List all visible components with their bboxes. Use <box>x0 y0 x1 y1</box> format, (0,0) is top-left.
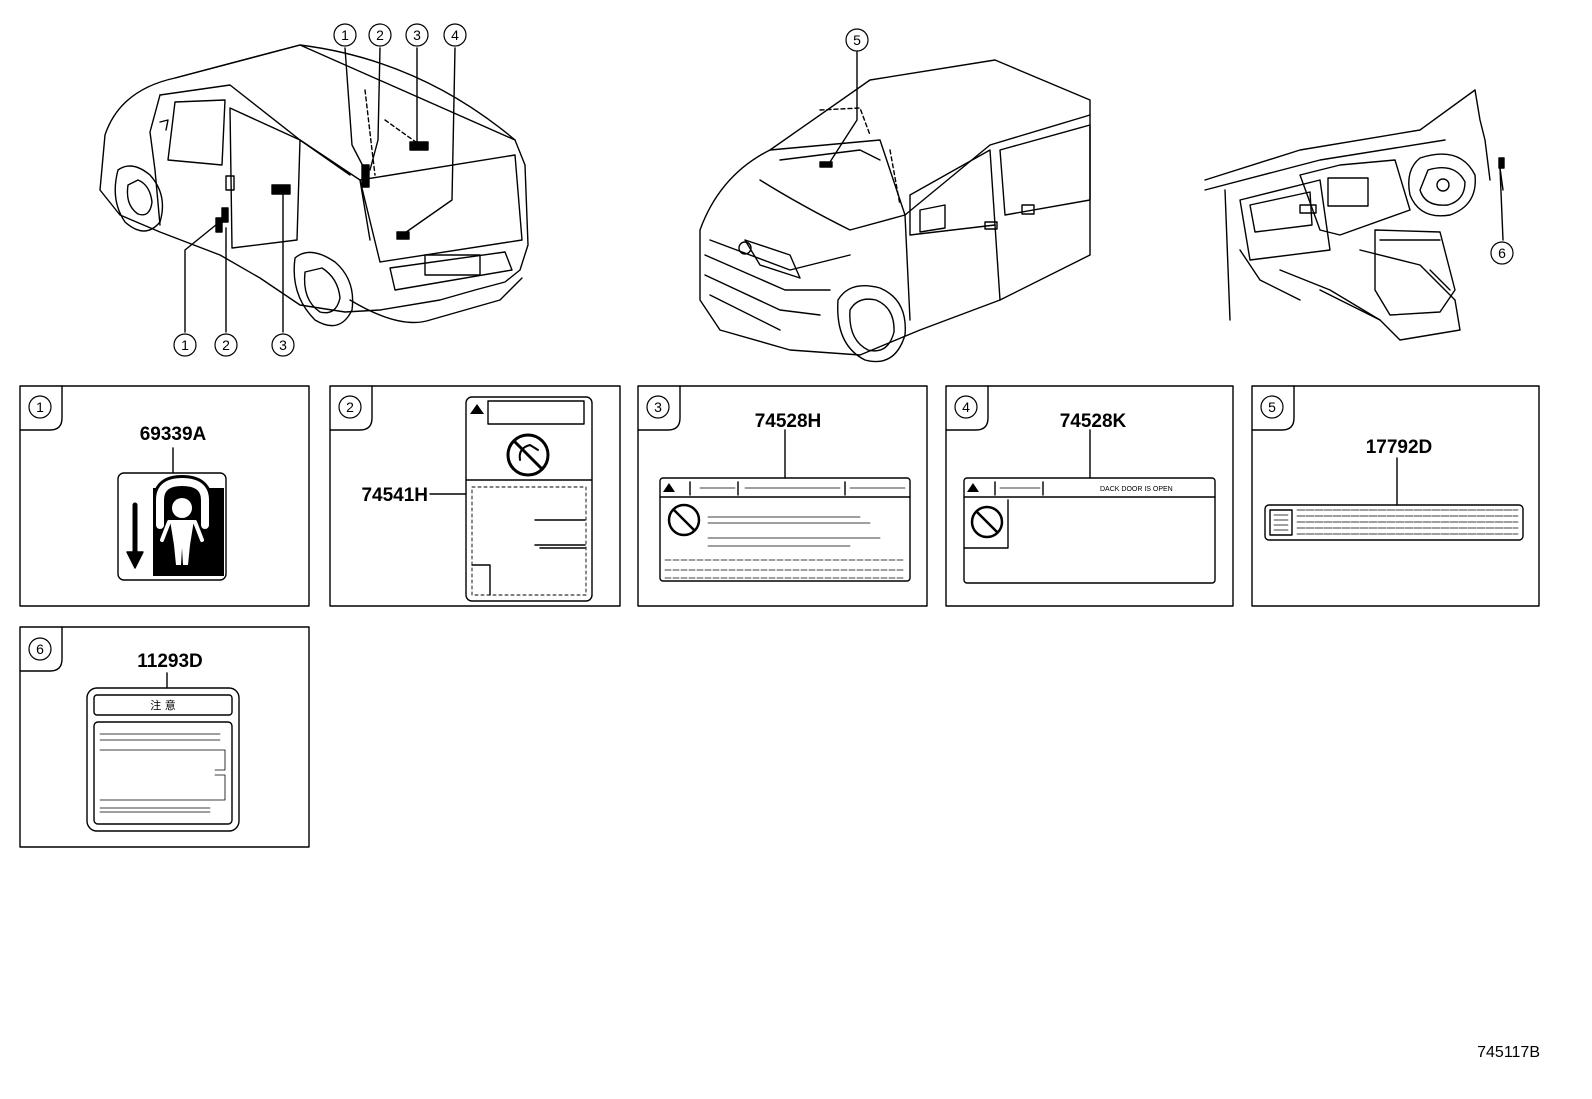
van-rear-view <box>99 44 529 327</box>
part-number-17792d: 17792D <box>1366 437 1433 458</box>
callout-6-interior: 6 <box>1498 245 1506 261</box>
panel-5-number: 5 <box>1268 399 1276 415</box>
callout-2-top: 2 <box>376 27 384 43</box>
label4-header-text: DACK DOOR IS OPEN <box>1100 486 1173 493</box>
van-front-view <box>699 51 1091 363</box>
callout-circles <box>28 23 1514 661</box>
label-74528h <box>659 429 911 582</box>
label-74541h <box>429 396 593 602</box>
label-74528k <box>963 429 1216 584</box>
interior-dashboard <box>1204 89 1505 341</box>
callout-2-bottom: 2 <box>222 337 230 353</box>
callout-5-van: 5 <box>853 32 861 48</box>
callout-1-bottom: 1 <box>181 337 189 353</box>
callout-1-top: 1 <box>341 27 349 43</box>
callout-3-top: 3 <box>413 27 421 43</box>
label-17792d <box>1264 457 1524 541</box>
callout-4-top: 4 <box>451 27 459 43</box>
part-number-74528h: 74528H <box>755 411 822 432</box>
callout-3-bottom: 3 <box>279 337 287 353</box>
label-69339a-child-lock <box>117 447 227 581</box>
panel-2-number: 2 <box>346 399 354 415</box>
part-number-69339a: 69339A <box>140 424 207 445</box>
part-number-11293d: 11293D <box>137 651 203 672</box>
panel-4-number: 4 <box>962 399 970 415</box>
panel-3-number: 3 <box>654 399 662 415</box>
part-number-74528k: 74528K <box>1060 411 1127 432</box>
part-number-74541h: 74541H <box>361 485 428 506</box>
panel-1-number: 1 <box>36 399 44 415</box>
label-11293d <box>86 672 240 832</box>
leaders-van1 <box>184 47 456 333</box>
diagram-reference-number: 745117B <box>1477 1044 1540 1061</box>
panel-6-number: 6 <box>36 641 44 657</box>
label6-header-text: 注 意 <box>150 698 176 712</box>
panel-frames <box>19 385 1540 848</box>
